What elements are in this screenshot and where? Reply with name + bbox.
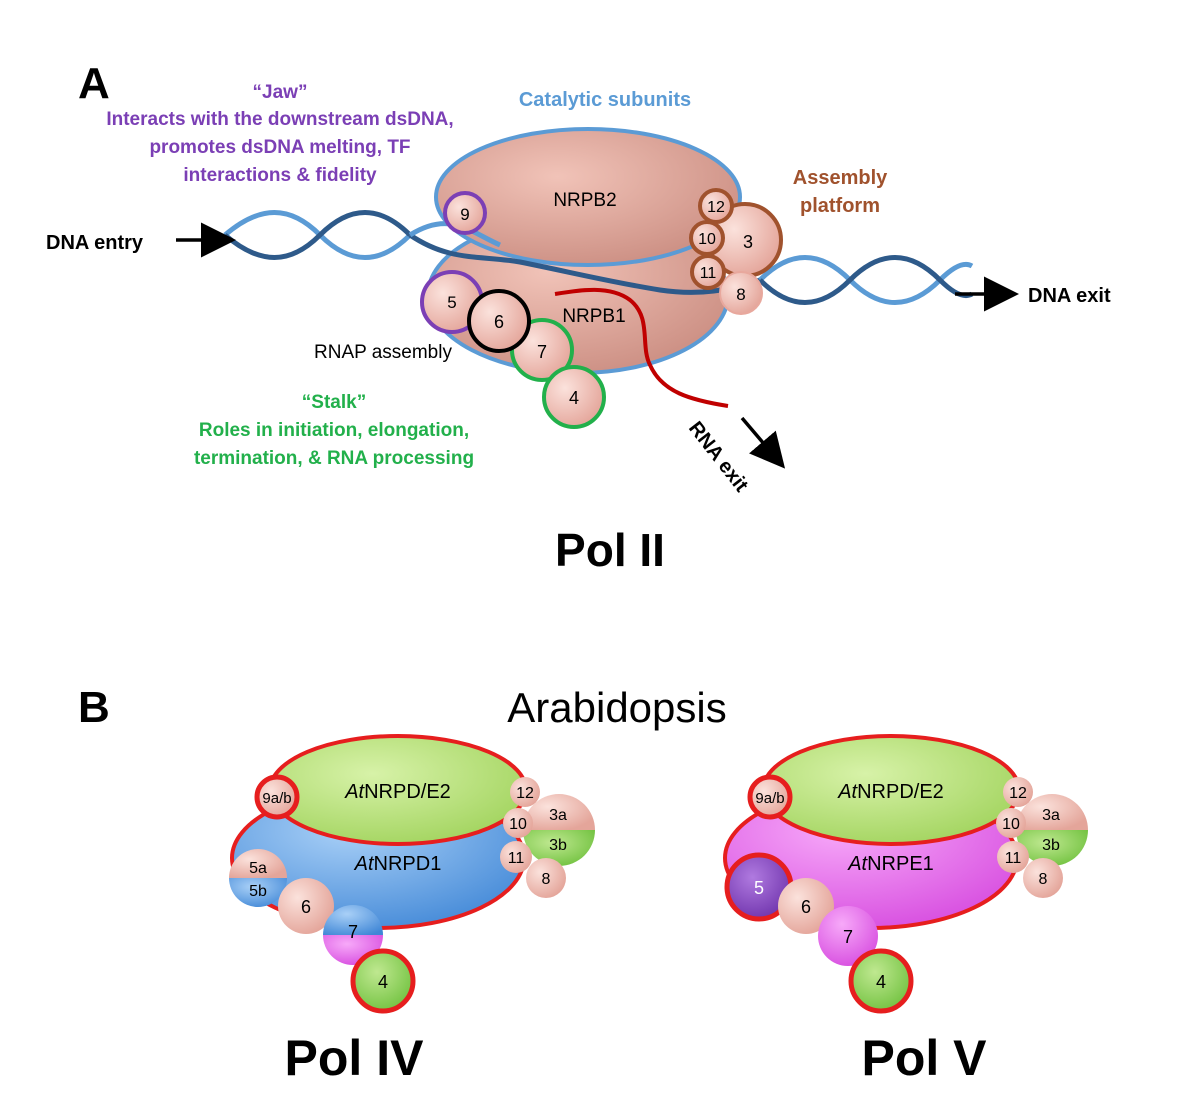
pol-v-subunit-4: [848, 948, 914, 1014]
pol-iv-caption: Pol IV: [285, 1030, 425, 1086]
pol-v-diagram: AtNRPD/E2 AtNRPE1 9a/b 3a 3b 12 10 11 8 …: [723, 734, 1088, 1086]
pol-iv-subunit-3b: [523, 830, 595, 866]
pol-v-subunit-9ab: [747, 774, 793, 820]
dna-entry-label: DNA entry: [46, 232, 144, 254]
stalk-line-1: Roles in initiation, elongation,: [199, 420, 469, 441]
dna-template-strand: [408, 232, 761, 295]
pol-iv-subunit-10-label: 10: [509, 816, 527, 833]
subunit-9-label: 9: [460, 205, 469, 224]
pol-iv-subunit-5a: [229, 849, 287, 878]
subunit-9: [443, 191, 487, 235]
subunit-4-label: 4: [569, 388, 579, 408]
nrpb1-label: NRPB1: [562, 306, 625, 327]
pol-iv-subunit-5b-label: 5b: [249, 883, 267, 900]
subunit-12-label: 12: [707, 199, 725, 216]
stalk-line-2: termination, & RNA processing: [194, 448, 474, 469]
pol-v-subunit-6: [778, 878, 834, 934]
pol-v-subunit-8-label: 8: [1039, 871, 1048, 888]
pol-v-subunit-3b-label: 3b: [1042, 837, 1060, 854]
pol-iv-subunit-11-label: 11: [508, 850, 525, 867]
panel-b-letter: B: [78, 683, 110, 732]
pol-iv-subunit-5b: [229, 878, 287, 907]
rna-exit-label: RNA exit: [684, 418, 752, 497]
subunit-6: [467, 289, 531, 353]
pol-v-subunit-11-label: 11: [1005, 850, 1022, 867]
pol-iv-subunit-4: [350, 948, 416, 1014]
assembly-platform-line-2: platform: [800, 195, 880, 217]
pol-v-nrpe1-label: AtNRPE1: [847, 853, 934, 875]
pol-iv-nrpd1-label: AtNRPD1: [354, 853, 442, 875]
pol-v-caption: Pol V: [861, 1030, 987, 1086]
pol-v-subunit-6-label: 6: [801, 897, 811, 917]
pol-ii-caption: Pol II: [555, 524, 665, 576]
subunit-8: [719, 271, 763, 315]
pol-v-subunit-8: [1023, 858, 1063, 898]
pol-iv-subunit-7-top: [323, 905, 383, 935]
pol-iv-subunit-12: [510, 777, 540, 807]
jaw-title: “Jaw”: [253, 82, 308, 103]
nrpb2-label: NRPB2: [553, 190, 616, 211]
dna-exit-strand-dark: [758, 255, 974, 305]
dna-exit-strand-light: [758, 255, 974, 305]
stalk-title: “Stalk”: [302, 392, 366, 413]
rnap-assembly-label: RNAP assembly: [314, 342, 452, 363]
subunit-10-label: 10: [698, 231, 716, 248]
pol-iv-subunit-3a: [523, 794, 595, 830]
pol-v-subunit-3b: [1016, 830, 1088, 866]
subunit-7-label: 7: [537, 342, 547, 362]
pol-iv-subunit-6-label: 6: [301, 897, 311, 917]
pol-v-subunit-5-label: 5: [754, 878, 764, 898]
pol-iv-subunit-10: [503, 808, 533, 838]
pol-v-subunit-10: [996, 808, 1026, 838]
subunit-12: [698, 188, 734, 224]
pol-iv-diagram: AtNRPD/E2 AtNRPD1 9a/b 3a 3b 12 10 11 8 …: [229, 734, 595, 1086]
pol-v-subunit-11: [997, 841, 1029, 873]
pol-iv-subunit-3b-label: 3b: [549, 837, 567, 854]
pol-iv-subunit-12-label: 12: [516, 785, 534, 802]
pol-v-subunit-12: [1003, 777, 1033, 807]
pol-v-subunit-7: [818, 906, 878, 966]
subunit-11-label: 11: [700, 265, 717, 282]
pol-iv-subunit-8: [526, 858, 566, 898]
dna-exit-label: DNA exit: [1028, 285, 1111, 307]
jaw-line-3: interactions & fidelity: [183, 165, 377, 186]
subunit-4: [542, 365, 606, 429]
pol-v-subunit-7-label: 7: [843, 927, 853, 947]
pol-v-subunit-9ab-label: 9a/b: [755, 790, 784, 807]
dna-entry-strand-dark: [223, 210, 412, 260]
pol-iv-subunit-3a-label: 3a: [549, 807, 567, 824]
nrpb2-body: [434, 127, 742, 267]
pol-v-subunit-3a: [1016, 794, 1088, 830]
pol-iv-subunit-9ab: [254, 774, 300, 820]
catalytic-subunits-label: Catalytic subunits: [519, 89, 691, 111]
organism-title: Arabidopsis: [507, 684, 726, 731]
pol-v-subunit-3a-label: 3a: [1042, 807, 1060, 824]
rna-exit-arrow: [740, 416, 786, 469]
pol-iv-nrpde2-label: AtNRPD/E2: [344, 781, 451, 803]
pol-iv-subunit-6: [278, 878, 334, 934]
pol-v-subunit-10-label: 10: [1002, 816, 1020, 833]
pol-iv-subunit-9ab-label: 9a/b: [262, 790, 291, 807]
pol-v-subunit-12-label: 12: [1009, 785, 1027, 802]
pol-iv-subunit-11: [500, 841, 532, 873]
pol-v-nrpde2-label: AtNRPD/E2: [837, 781, 944, 803]
subunit-6-label: 6: [494, 312, 504, 332]
panel-a-letter: A: [78, 59, 110, 108]
subunit-10: [689, 220, 725, 256]
subunit-5-label: 5: [447, 293, 456, 312]
pol-iv-subunit-4-label: 4: [378, 972, 388, 992]
pol-iv-subunit-5a-label: 5a: [249, 860, 267, 877]
jaw-line-2: promotes dsDNA melting, TF: [149, 137, 410, 158]
jaw-line-1: Interacts with the downstream dsDNA,: [106, 109, 453, 130]
pol-v-subunit-4-label: 4: [876, 972, 886, 992]
subunit-8-label: 8: [736, 285, 745, 304]
pol-iv-subunit-7-label: 7: [348, 922, 358, 942]
assembly-platform-line-1: Assembly: [793, 167, 888, 189]
subunit-11: [690, 254, 726, 290]
pol-iv-subunit-8-label: 8: [542, 871, 551, 888]
subunit-3-label: 3: [743, 232, 753, 252]
rna-transcript: [554, 287, 729, 408]
